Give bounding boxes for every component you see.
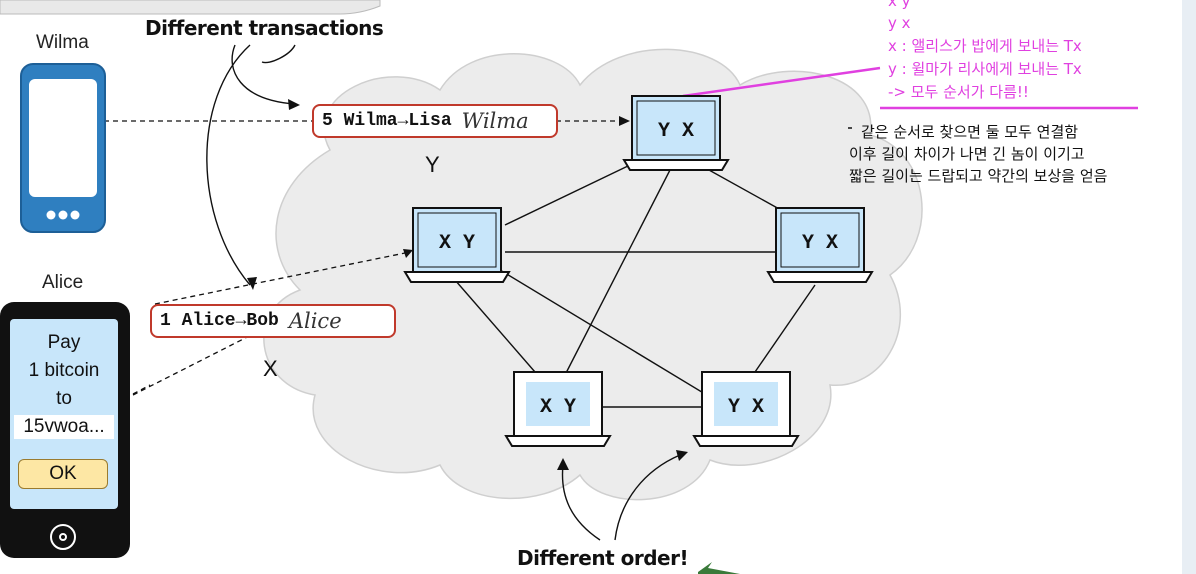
wilma-transaction: 5 Wilma→Lisa Wilma: [312, 104, 558, 138]
different-transactions-label: Different transactions: [145, 16, 384, 40]
wilma-transaction-text: 5 Wilma→Lisa: [322, 111, 452, 131]
y-marker: Y: [425, 152, 440, 177]
node-left: X Y: [403, 206, 511, 286]
different-order-label: Different order!: [517, 546, 689, 570]
node-left-order: X Y: [438, 232, 475, 255]
transaction-arrows: [206, 44, 296, 286]
laptop-icon: [504, 371, 612, 447]
note-pink-line2: x : 앨리스가 밥에게 보내는 Tx: [888, 37, 1082, 55]
link-left-bottomright: [499, 269, 716, 401]
wilma-signature: Wilma: [461, 109, 529, 133]
laptop-icon: [622, 95, 730, 171]
ok-button-label: OK: [49, 463, 77, 484]
link-right-bottomright: [754, 284, 816, 373]
note-line2: 이후 길이 차이가 나면 긴 놈이 이기고: [849, 145, 1085, 163]
node-bottom-right: Y X: [692, 370, 800, 450]
node-top: Y X: [622, 94, 730, 174]
amount-text: 1 bitcoin: [28, 360, 100, 381]
note-line1: 같은 순서로 찾으면 둘 모두 연결함: [861, 123, 1079, 141]
link-top-bottomleft: [564, 169, 671, 376]
node-right: Y X: [766, 206, 874, 286]
node-right-order: Y X: [801, 232, 838, 255]
arrowhead-alice: [403, 249, 413, 258]
link-top-right: [699, 164, 791, 216]
link-left-bottomleft: [454, 279, 536, 373]
alice-transaction: 1 Alice→Bob Alice: [150, 304, 396, 338]
note-pink-line0: x y: [888, 0, 911, 10]
home-button-icon[interactable]: [50, 524, 76, 550]
alice-transaction-text: 1 Alice→Bob: [160, 311, 279, 331]
node-bottom-left-order: X Y: [539, 396, 576, 419]
node-bottom-right-order: Y X: [727, 396, 764, 419]
address-field: [14, 415, 114, 439]
note-line3: 짧은 길이는 드랍되고 약간의 보상을 얻음: [849, 167, 1108, 185]
alice-signature: Alice: [288, 309, 342, 333]
right-edge-decoration: [1182, 0, 1196, 574]
green-arrow-icon: [698, 562, 740, 574]
pink-pointer-line: [682, 66, 881, 98]
address-text: 15vwoa...: [23, 416, 105, 437]
link-top-left: [504, 164, 631, 226]
x-marker: X: [263, 356, 278, 381]
note-pink-line3: y : 윌마가 리사에게 보내는 Tx: [888, 60, 1082, 78]
dashed-routes: [104, 120, 622, 396]
alice-label: Alice: [42, 272, 84, 293]
pay-text: Pay: [47, 332, 81, 353]
order-arrows: [561, 454, 681, 541]
ok-button[interactable]: OK: [18, 459, 108, 489]
wilma-label: Wilma: [36, 32, 89, 53]
corner-strip: [0, 0, 381, 15]
note-pink-line4: -> 모두 순서가 다름!!: [888, 83, 1029, 101]
laptop-icon: [403, 207, 511, 283]
laptop-icon: [766, 207, 874, 283]
node-bottom-left: X Y: [504, 370, 612, 450]
note-pink-line1: y x: [888, 14, 911, 32]
to-text: to: [56, 388, 72, 409]
alice-phone: Pay 1 bitcoin to 15vwoa... OK: [0, 302, 130, 558]
laptop-icon: [692, 371, 800, 447]
node-top-order: Y X: [657, 120, 694, 143]
arrowhead-wilma: [619, 116, 630, 126]
wilma-phone: [20, 63, 106, 233]
connections: [454, 164, 816, 408]
